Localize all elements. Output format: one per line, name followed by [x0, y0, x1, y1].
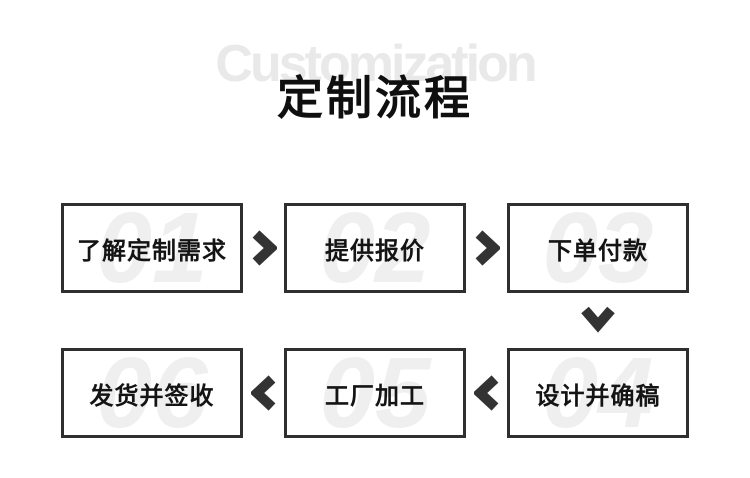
arrow-down-icon	[581, 306, 615, 334]
flow-row-top: 01 了解定制需求 02 提供报价 03 下单付款	[61, 203, 689, 293]
header-watermark-text: Customization	[215, 35, 537, 93]
arrow-right-icon	[466, 230, 507, 266]
flow-row-bottom: 06 发货并签收 05 工厂加工 04 设计并确稿	[61, 348, 689, 438]
process-flow-diagram: 01 了解定制需求 02 提供报价 03 下单付款	[61, 203, 689, 438]
step-box-06: 06 发货并签收	[61, 348, 243, 438]
flow-connector-row	[61, 293, 689, 348]
step-label: 设计并确稿	[535, 382, 661, 410]
arrow-left-icon	[466, 375, 507, 411]
arrow-right-icon	[243, 230, 284, 266]
step-box-04: 04 设计并确稿	[507, 348, 689, 438]
step-label: 了解定制需求	[77, 237, 227, 265]
step-box-03: 03 下单付款	[507, 203, 689, 293]
header: Customization 定制流程	[0, 0, 750, 170]
step-label: 工厂加工	[325, 382, 425, 410]
page-title: 定制流程	[277, 72, 473, 124]
step-label: 发货并签收	[89, 382, 215, 410]
step-label: 提供报价	[325, 237, 425, 265]
step-box-02: 02 提供报价	[284, 203, 466, 293]
step-box-01: 01 了解定制需求	[61, 203, 243, 293]
step-label: 下单付款	[548, 237, 648, 265]
step-box-05: 05 工厂加工	[284, 348, 466, 438]
arrow-left-icon	[243, 375, 284, 411]
